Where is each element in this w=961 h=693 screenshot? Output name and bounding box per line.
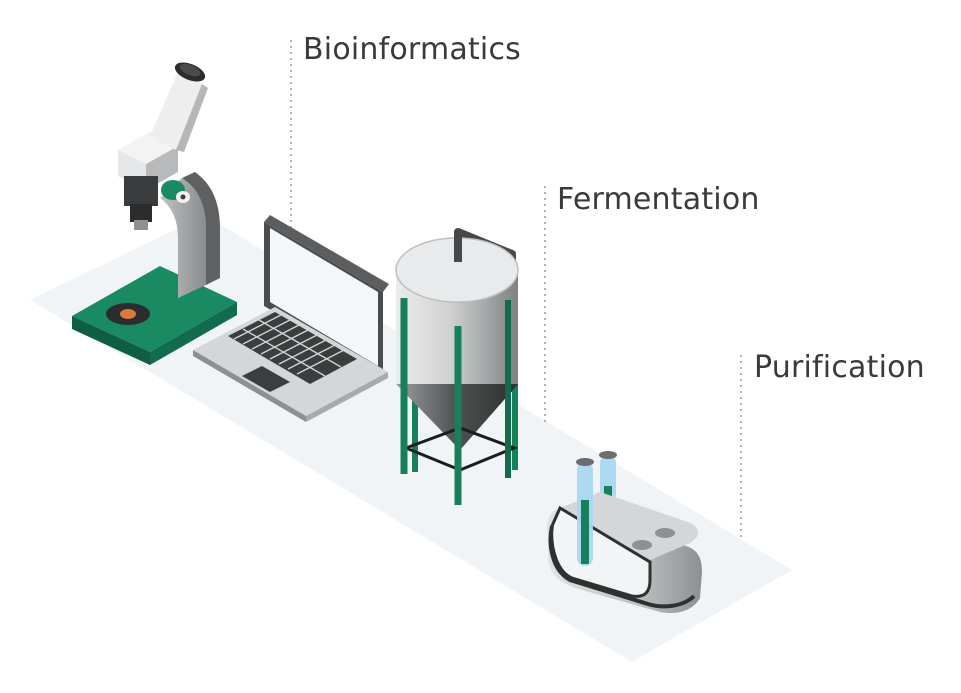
test-tube-rack-icon — [546, 451, 702, 614]
laptop-icon — [193, 215, 389, 422]
microscope-icon — [72, 62, 237, 365]
purification-label: Purification — [754, 350, 925, 385]
bioinformatics-label: Bioinformatics — [303, 32, 521, 67]
fermenter-tank-icon — [395, 228, 519, 505]
fermentation-label: Fermentation — [557, 182, 760, 217]
